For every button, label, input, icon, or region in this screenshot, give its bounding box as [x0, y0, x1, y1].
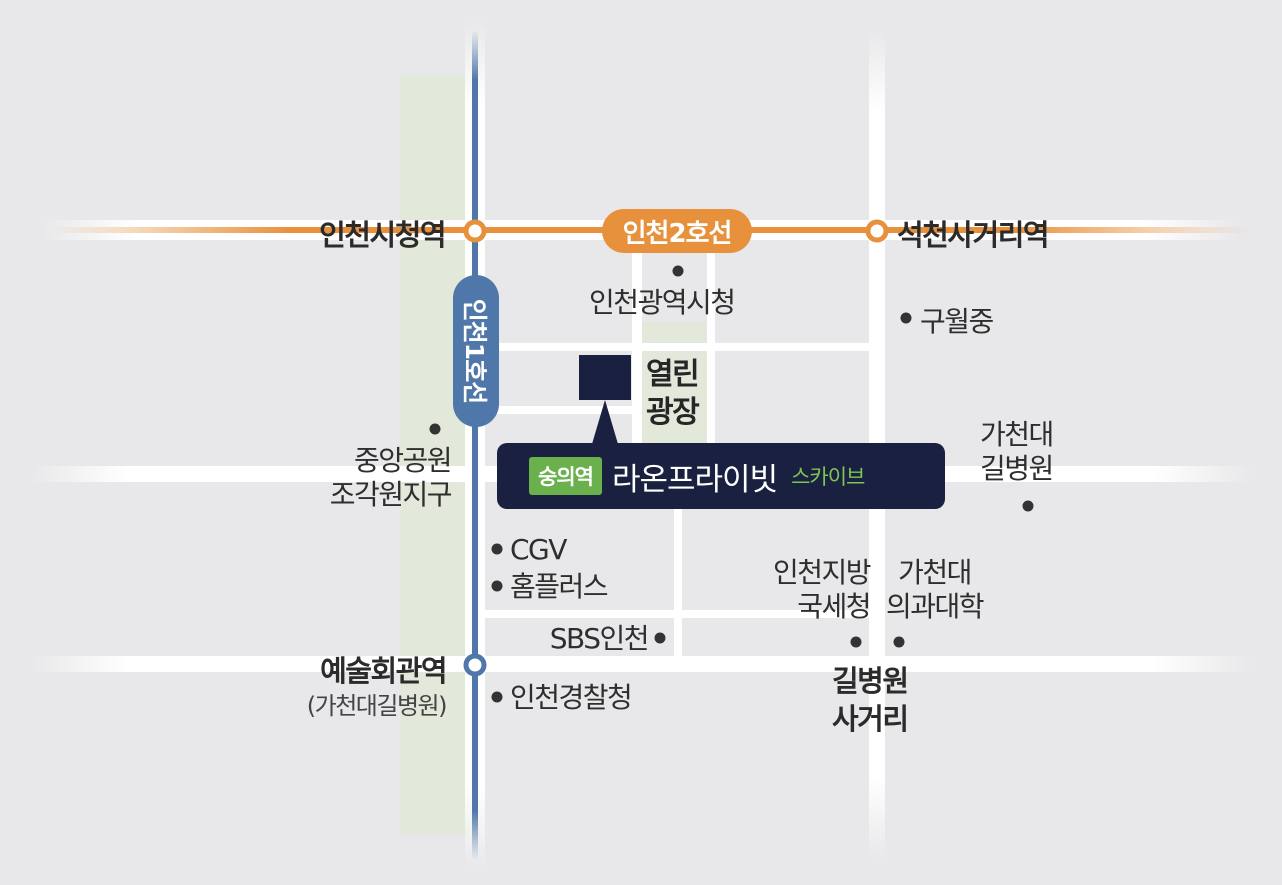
dot-cgv [491, 543, 503, 555]
dot-tax-office [850, 636, 862, 648]
line1-label [453, 275, 499, 427]
destination-callout: 숭의역 라온프라이빗 스카이브 [497, 443, 945, 509]
poi-gachon-medical: 가천대 의과대학 [886, 556, 985, 623]
dot-gachon-hospital [1022, 500, 1034, 512]
line1-label-text: 인천1호선 [460, 298, 489, 404]
line2-label-text: 인천2호선 [622, 218, 733, 249]
street-f [480, 610, 872, 618]
dot-medical [893, 636, 905, 648]
poi-gachon-hospital: 가천대 길병원 [980, 418, 1054, 485]
station-city-hall: 인천시청역 [319, 218, 446, 252]
poi-homeplus: 홈플러스 [510, 570, 609, 603]
poi-open-plaza: 열린 광장 [646, 357, 700, 430]
station-arts-center: 예술회관역 [320, 654, 447, 688]
poi-gil-intersection: 길병원 사거리 [832, 664, 909, 736]
street-a [480, 343, 872, 351]
poi-tax-office: 인천지방 국세청 [772, 556, 872, 623]
poi-sbs: SBS인천 [549, 622, 650, 655]
city-hall-station-marker [463, 219, 487, 243]
seokcheon-station-marker [865, 219, 889, 243]
poi-incheon-city-hall: 인천광역시청 [589, 286, 736, 319]
road-south [30, 656, 1252, 672]
line2-label: 인천2호선 [602, 209, 752, 253]
destination-marker [579, 355, 631, 400]
destination-sub: 스카이브 [791, 465, 865, 489]
poi-police: 인천경찰청 [510, 681, 633, 714]
dot-police [491, 691, 503, 703]
dot-sbs [654, 632, 666, 644]
central-park-strip [400, 75, 470, 835]
station-arts-center-sub: (가천대길병원) [306, 692, 448, 720]
poi-cgv: CGV [510, 533, 567, 566]
poi-guwol-middle: 구월중 [920, 305, 994, 338]
street-e [674, 500, 682, 660]
poi-central-park: 중앙공원 조각원지구 [329, 444, 453, 511]
station-seokcheon: 석천사거리역 [897, 218, 1050, 252]
street-b [480, 406, 642, 414]
street-d [707, 238, 715, 446]
destination-name: 라온프라이빗 [611, 461, 778, 498]
dot-city-hall [672, 265, 684, 277]
open-plaza-area [641, 322, 708, 444]
street-c [632, 238, 642, 446]
station-badge: 숭의역 [529, 457, 602, 495]
dot-guwol [900, 312, 912, 324]
arts-center-station-marker [463, 653, 487, 677]
dot-central-park [429, 423, 441, 435]
dot-homeplus [491, 580, 503, 592]
line1-track [472, 30, 478, 860]
callout-pointer [592, 400, 618, 444]
